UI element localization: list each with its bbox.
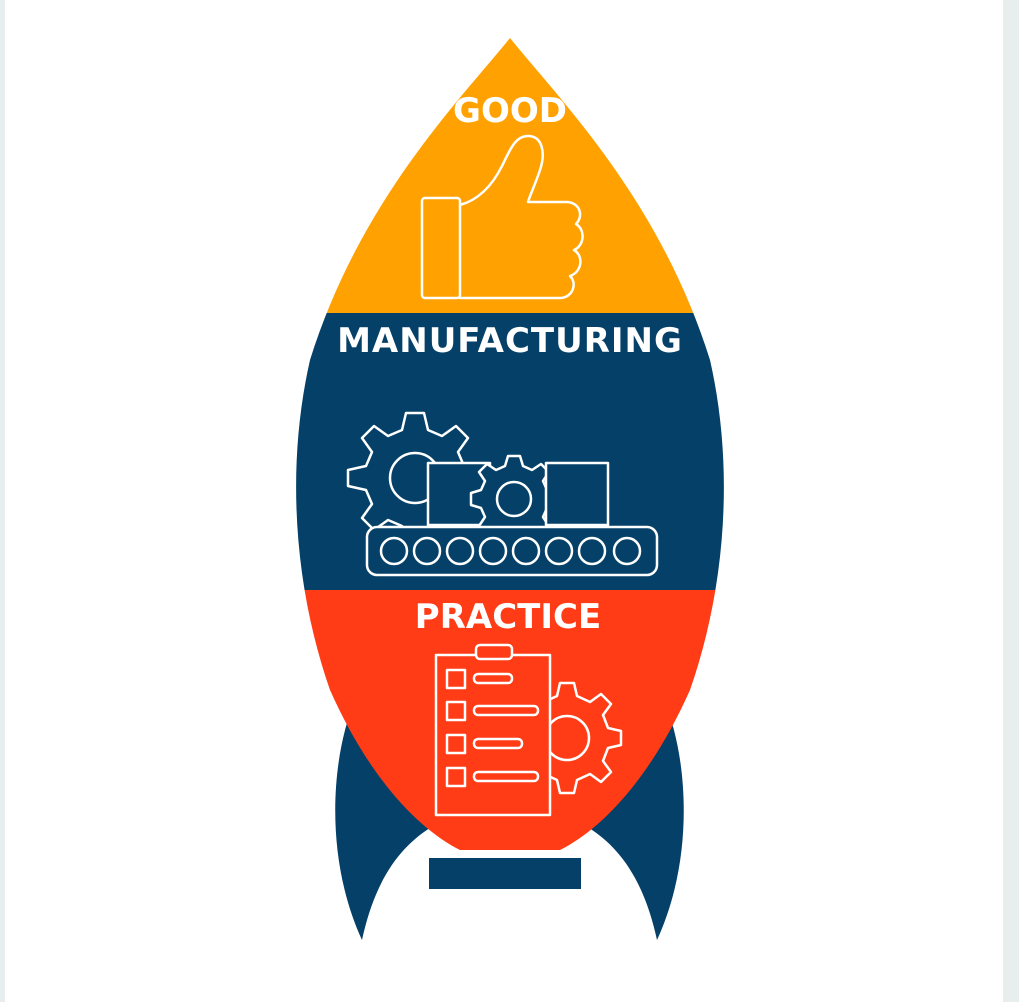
clipboard-checklist-gear-icon xyxy=(434,643,623,817)
label-manufacturing: MANUFACTURING xyxy=(337,321,683,361)
thumbs-up-icon xyxy=(420,134,584,300)
right-fin xyxy=(584,700,684,940)
label-good: GOOD xyxy=(453,91,567,131)
conveyor-gears-icon xyxy=(346,411,659,577)
label-practice: PRACTICE xyxy=(415,597,601,637)
base-bar xyxy=(429,858,581,889)
left-fin xyxy=(335,700,435,940)
